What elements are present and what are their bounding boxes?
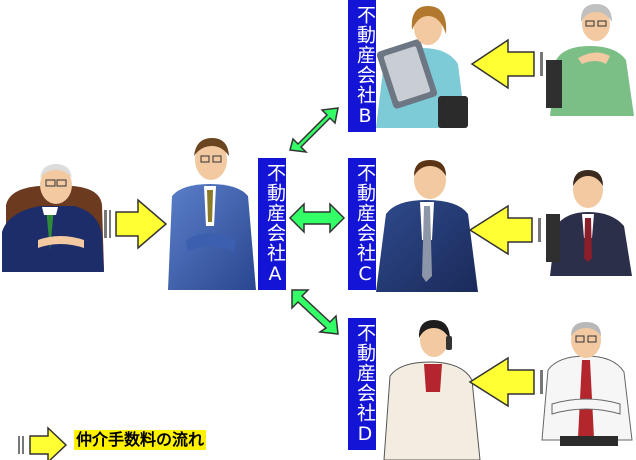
legend-arrow-icon [18,426,68,460]
company-c-person [376,160,478,292]
link-arrow-a-c [288,202,346,234]
fee-arrow-client-to-a [104,198,168,250]
company-b-person [376,6,468,128]
company-d-person [383,320,481,460]
client-b-person [546,4,634,116]
company-a-label: 不動産会社A [258,158,286,290]
company-c-label: 不動産会社C [348,158,376,290]
client-person [2,164,104,272]
link-arrow-a-d [291,289,339,335]
client-d-person [541,322,633,446]
company-d-label: 不動産会社D [348,318,376,450]
company-a-person [168,138,256,290]
fee-arrow-client-c-to-c [468,204,541,256]
fee-arrow-client-d-to-d [468,356,543,408]
link-arrow-a-b [289,107,339,154]
company-b-label: 不動産会社B [348,0,376,132]
legend-label: 仲介手数料の流れ [74,430,207,450]
fee-arrow-client-b-to-b [470,38,543,90]
client-c-person [546,170,632,276]
